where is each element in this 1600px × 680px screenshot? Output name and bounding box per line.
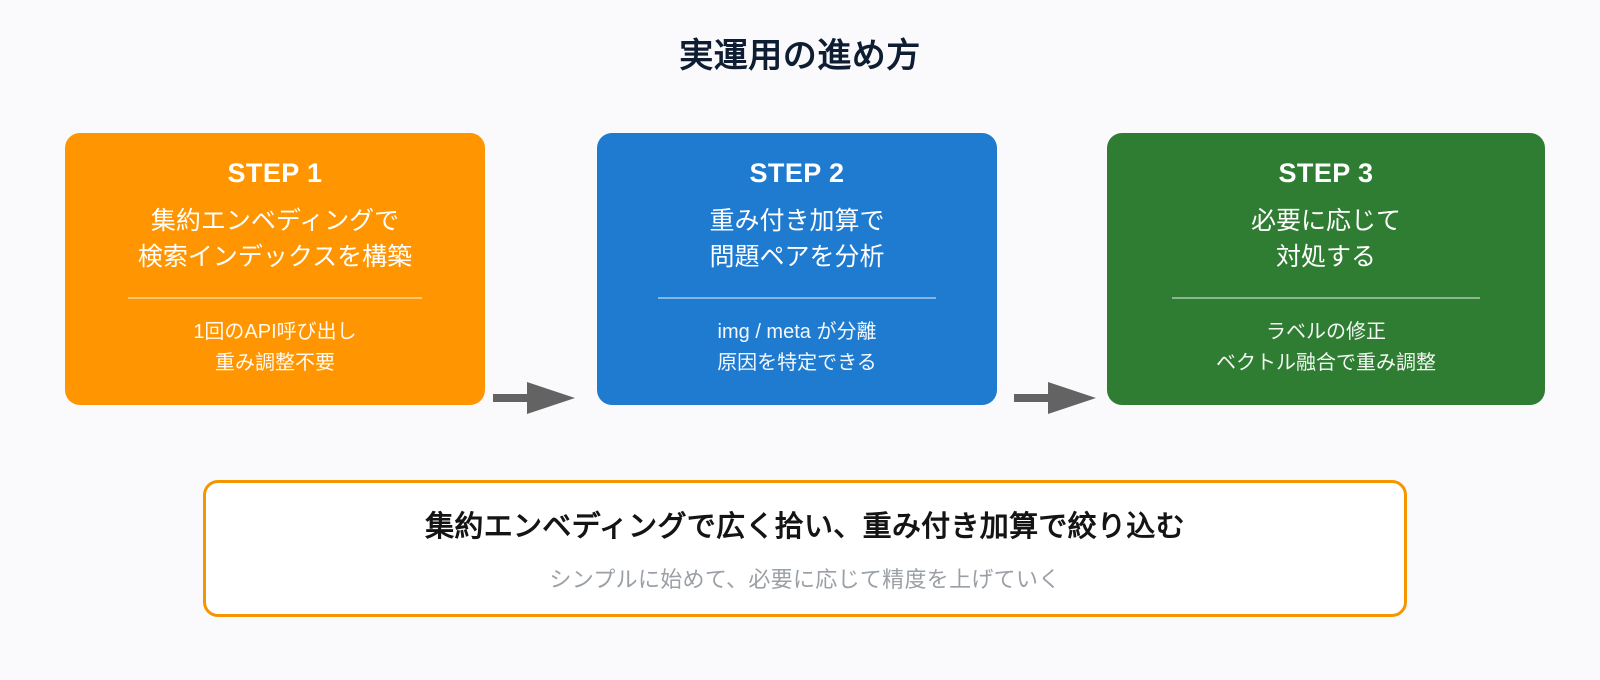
right-arrow-icon (493, 376, 579, 420)
page-title: 実運用の進め方 (679, 37, 921, 75)
steps-flow-row: STEP 1 集約エンベディングで 検索インデックスを構築 1回のAPI呼び出し… (0, 133, 1600, 414)
step-divider-1 (128, 296, 422, 299)
step-headline-line2: 対処する (1275, 243, 1376, 272)
step-divider-3 (1172, 296, 1480, 299)
step-card-3[interactable]: STEP 3 必要に応じて 対処する ラベルの修正 ベクトル融合で重み調整 (1107, 133, 1545, 405)
step-headline-line1: 重み付き加算で (709, 207, 885, 236)
step-headline-line1: 集約エンベディングで (150, 207, 400, 236)
step-notes-3: ラベルの修正 ベクトル融合で重み調整 (1216, 317, 1436, 379)
step-note-line1: 1回のAPI呼び出し (193, 320, 357, 343)
step-headline-3: 必要に応じて 対処する (1251, 203, 1401, 276)
step-headline-2: 重み付き加算で 問題ペアを分析 (709, 203, 884, 276)
step-divider-2 (658, 296, 936, 299)
step-label-2: STEP 2 (749, 158, 845, 188)
summary-box: 集約エンベディングで広く拾い、重み付き加算で絞り込む シンプルに始めて、必要に応… (203, 480, 1407, 617)
right-arrow-icon (1014, 376, 1100, 420)
step-note-line2: ベクトル融合で重み調整 (1216, 351, 1436, 374)
step-headline-1: 集約エンベディングで 検索インデックスを構築 (138, 203, 412, 276)
step-label-1: STEP 1 (227, 158, 323, 188)
step-notes-1: 1回のAPI呼び出し 重み調整不要 (193, 317, 356, 379)
step-card-1[interactable]: STEP 1 集約エンベディングで 検索インデックスを構築 1回のAPI呼び出し… (65, 133, 485, 405)
summary-title: 集約エンベディングで広く拾い、重み付き加算で絞り込む (425, 511, 1185, 543)
step-note-line1: ラベルの修正 (1266, 320, 1386, 343)
step-headline-line1: 必要に応じて (1250, 207, 1401, 236)
step-note-line1: img / meta が分離 (717, 320, 877, 343)
step-notes-2: img / meta が分離 原因を特定できる (717, 317, 877, 379)
step-label-3: STEP 3 (1278, 158, 1374, 188)
step-card-2[interactable]: STEP 2 重み付き加算で 問題ペアを分析 img / meta が分離 原因… (597, 133, 997, 405)
step-note-line2: 重み調整不要 (214, 351, 335, 374)
summary-subtitle: シンプルに始めて、必要に応じて精度を上げていく (549, 567, 1061, 592)
step-headline-line2: 検索インデックスを構築 (137, 243, 413, 272)
step-headline-line2: 問題ペアを分析 (709, 243, 885, 272)
step-note-line2: 原因を特定できる (717, 351, 877, 374)
